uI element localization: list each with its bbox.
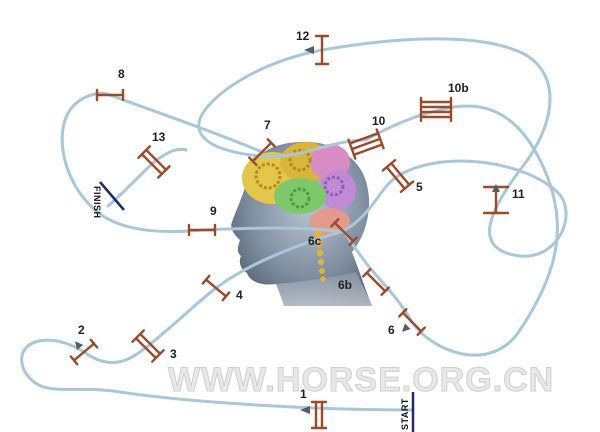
fence-3 [131,329,165,363]
fence-label-6c: 6c [308,234,322,248]
fence-2 [69,338,99,366]
fence-6 [398,308,426,336]
fence-11 [482,184,510,215]
fence-label-6b: 6b [338,278,352,292]
fence-6c [330,218,358,246]
fence-4 [201,274,231,302]
fence-label-7: 7 [264,118,271,132]
start-marker: START [400,392,415,432]
fence-7 [248,138,276,166]
fence-label-5: 5 [416,180,423,194]
fence-label-10b: 10b [448,81,469,95]
fence-label-11: 11 [512,187,525,201]
fence-label-13: 13 [152,130,166,144]
fence-label-2: 2 [78,323,85,337]
finish-marker: FINISH [92,181,125,219]
fence-label-3: 3 [170,347,177,361]
fence-12 [304,34,330,66]
fence-label-12: 12 [296,29,310,43]
fence-6b [362,268,390,296]
fence-5 [381,158,415,194]
course-path [20,37,568,412]
watermark: WWW.HORSE.ORG.CN [168,361,554,399]
fence-label-10: 10 [372,114,386,128]
fence-label-8: 8 [118,67,125,81]
fence-10b [419,96,453,123]
fence-label-1: 1 [300,387,307,401]
fence-13 [137,145,171,179]
fences: 1 2 3 4 5 [69,29,525,430]
fence-10 [347,128,385,160]
fence-label-4: 4 [236,288,243,302]
fence-1: 1 [300,387,328,430]
fence-8 [95,88,125,102]
fence-label-6: 6 [388,323,395,337]
fence-label-9: 9 [210,204,217,218]
fence-9 [187,223,217,237]
finish-label: FINISH [92,186,102,219]
start-label: START [400,398,410,430]
